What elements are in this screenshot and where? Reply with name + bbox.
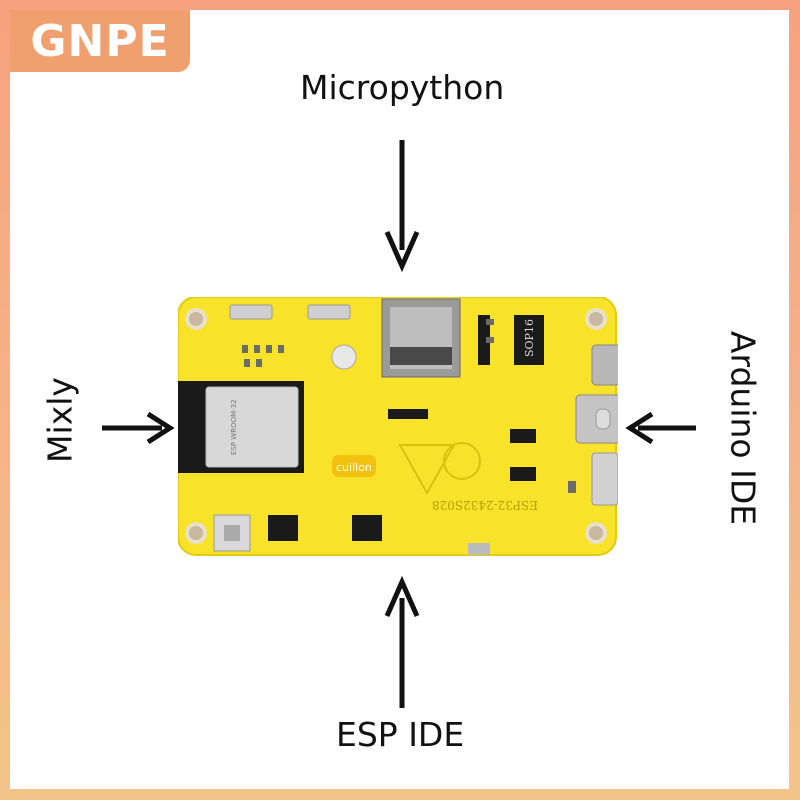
- label-esp-ide: ESP IDE: [336, 715, 465, 754]
- mounting-holes: [185, 308, 607, 544]
- module-text: ESP WROOM-32: [230, 399, 238, 455]
- sop16-chip: [514, 315, 544, 365]
- arrow-down-icon: [384, 140, 420, 273]
- esp32-board: ESP WROOM-32 SOP16 cuillon ESP32-2432S02…: [178, 297, 618, 556]
- label-micropython: Micropython: [300, 68, 505, 107]
- brand-text: cuillon: [336, 461, 372, 474]
- label-mixly: Mixly: [40, 377, 80, 463]
- logo-text: GNPE: [30, 15, 170, 67]
- arrow-right-icon: [102, 411, 175, 445]
- micro-usb-port: [591, 344, 618, 386]
- gnpe-logo: GNPE: [10, 10, 190, 72]
- top-connectors: [229, 304, 351, 320]
- silkscreen-text: ESP32-2432S028: [432, 498, 538, 512]
- arrow-up-icon: [384, 575, 420, 708]
- label-arduino-ide: Arduino IDE: [723, 330, 763, 526]
- arrow-left-icon: [625, 411, 696, 445]
- svg-text:SOP16: SOP16: [523, 319, 536, 357]
